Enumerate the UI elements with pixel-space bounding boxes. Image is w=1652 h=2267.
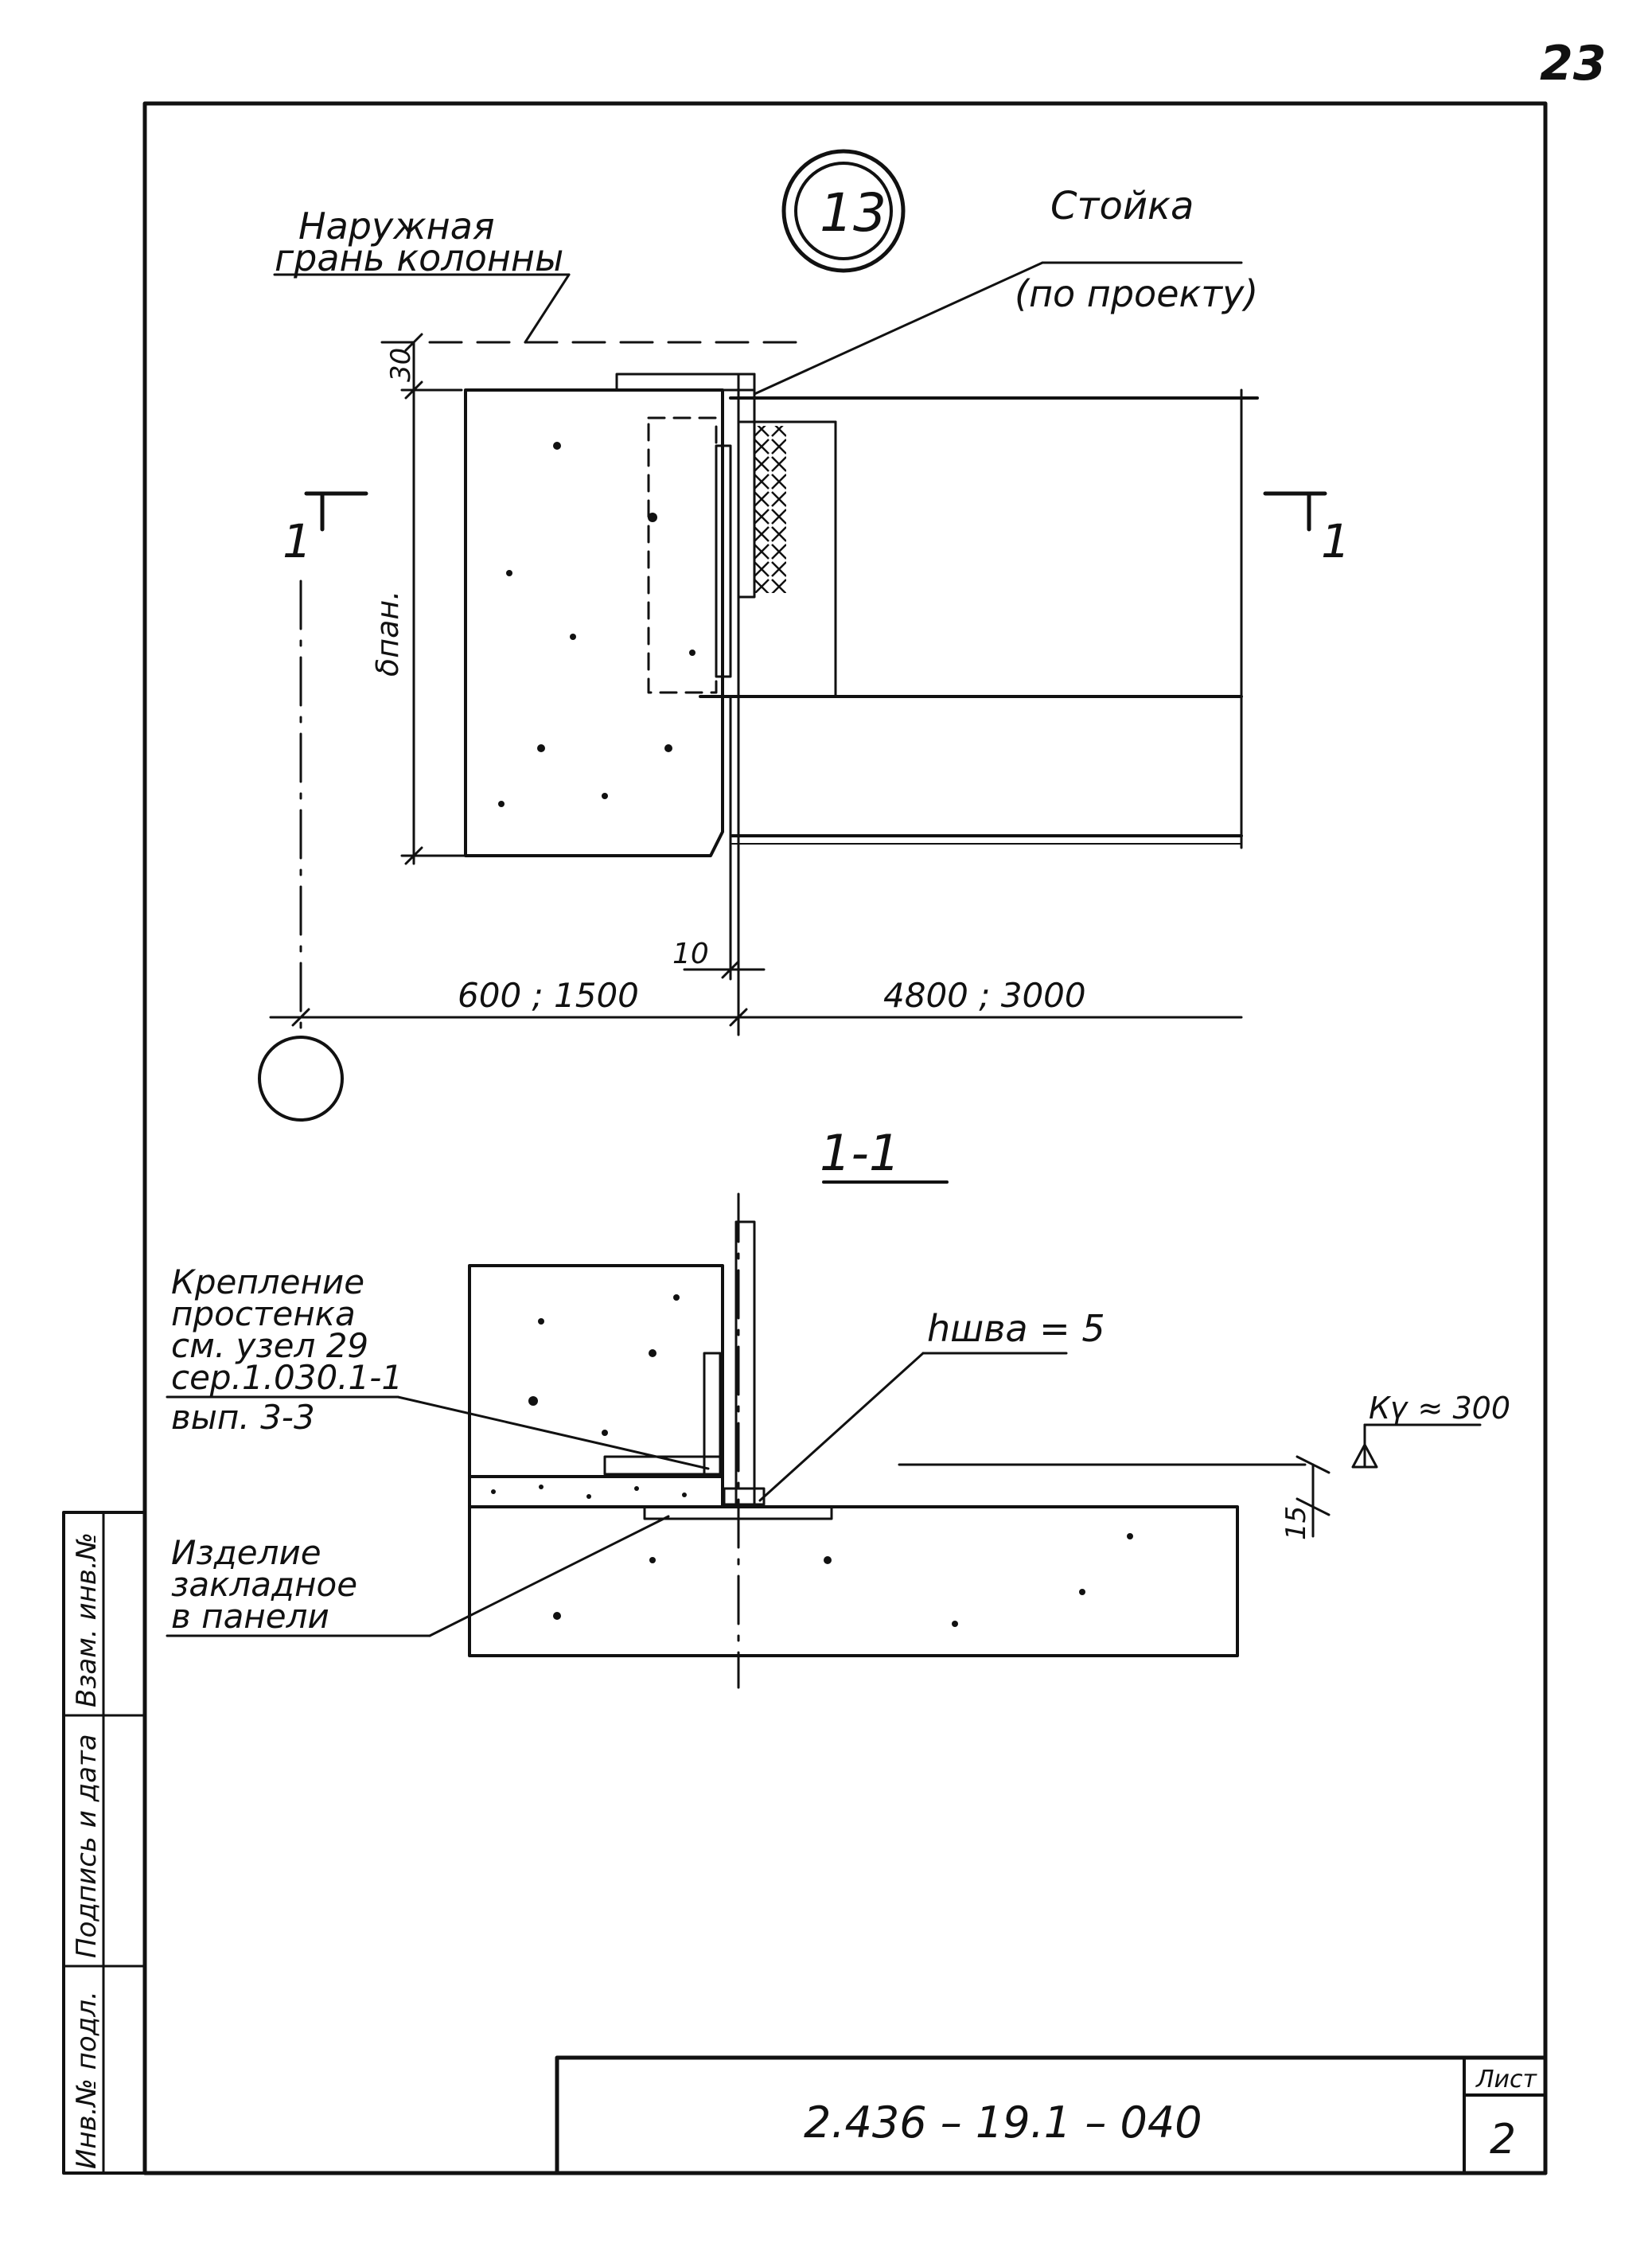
dim-right: 4800 ; 3000 bbox=[883, 976, 1086, 1015]
weld-zone bbox=[754, 426, 786, 593]
label-embedded-1: Изделие bbox=[171, 1533, 321, 1572]
title-block: 2.436 – 19.1 – 040 Лист 2 bbox=[555, 2055, 1548, 2175]
pier-block bbox=[468, 1264, 724, 1478]
page-number: 23 bbox=[1540, 36, 1607, 92]
label-embedded-2: закладное bbox=[171, 1565, 357, 1604]
label-fastening-3: см. узел 29 bbox=[171, 1326, 368, 1365]
label-post-2: (по проекту) bbox=[1015, 272, 1258, 315]
stamp-replaced-inv: Взам. инв.№ bbox=[71, 1532, 103, 1707]
sheet-label: Лист bbox=[1475, 2066, 1538, 2093]
plan-view: 30 δпан. 1 1 10 600 ; 1500 4800 ; 3000 Н… bbox=[258, 184, 1350, 1122]
label-fastening-4: сер.1.030.1-1 bbox=[171, 1358, 403, 1397]
dim-30: 30 bbox=[385, 348, 417, 382]
label-fastening-1: Крепление bbox=[171, 1262, 364, 1301]
column-axis-marker bbox=[258, 1036, 344, 1122]
embedded-plate bbox=[715, 444, 732, 678]
label-embedded-3: в панели bbox=[171, 1597, 329, 1636]
label-fastening-5: вып. 3-3 bbox=[171, 1398, 315, 1437]
section-mark-left: 1 bbox=[282, 514, 312, 568]
node-marker: 13 bbox=[781, 149, 906, 273]
stamp-inv-original: Инв.№ подл. bbox=[71, 1991, 103, 2169]
column-section bbox=[464, 388, 724, 857]
steel-angle-flange bbox=[615, 373, 756, 392]
section-mark-right: 1 bbox=[1321, 514, 1350, 568]
node-number: 13 bbox=[820, 182, 886, 244]
label-post-1: Стойка bbox=[1050, 184, 1194, 228]
dim-panel-thickness: δпан. bbox=[370, 591, 405, 677]
margin-stamp: Инв.№ подл. Подпись и дата Взам. инв.№ bbox=[62, 1511, 146, 2175]
dim-10: 10 bbox=[672, 938, 709, 970]
dim-left: 600 ; 1500 bbox=[458, 976, 639, 1015]
sheet-number: 2 bbox=[1490, 2116, 1516, 2164]
section-title: 1-1 bbox=[820, 1124, 900, 1182]
document-designation: 2.436 – 19.1 – 040 bbox=[804, 2097, 1202, 2148]
label-outer-face-2: грань колонны bbox=[275, 236, 563, 279]
mortar-layer bbox=[468, 1475, 724, 1508]
stamp-signature-date: Подпись и дата bbox=[71, 1734, 103, 1958]
wall-panel bbox=[468, 1505, 1239, 1657]
dim-15: 15 bbox=[1280, 1506, 1312, 1540]
label-outer-face-1: Наружная bbox=[298, 205, 495, 248]
section-view: 1-1 bbox=[166, 1124, 1510, 1689]
label-fastening-2: простенка bbox=[171, 1294, 356, 1333]
dim-level: Кү ≈ 300 bbox=[1369, 1391, 1510, 1426]
label-weld: hшва = 5 bbox=[927, 1307, 1105, 1350]
steel-angle-leg bbox=[737, 373, 756, 599]
